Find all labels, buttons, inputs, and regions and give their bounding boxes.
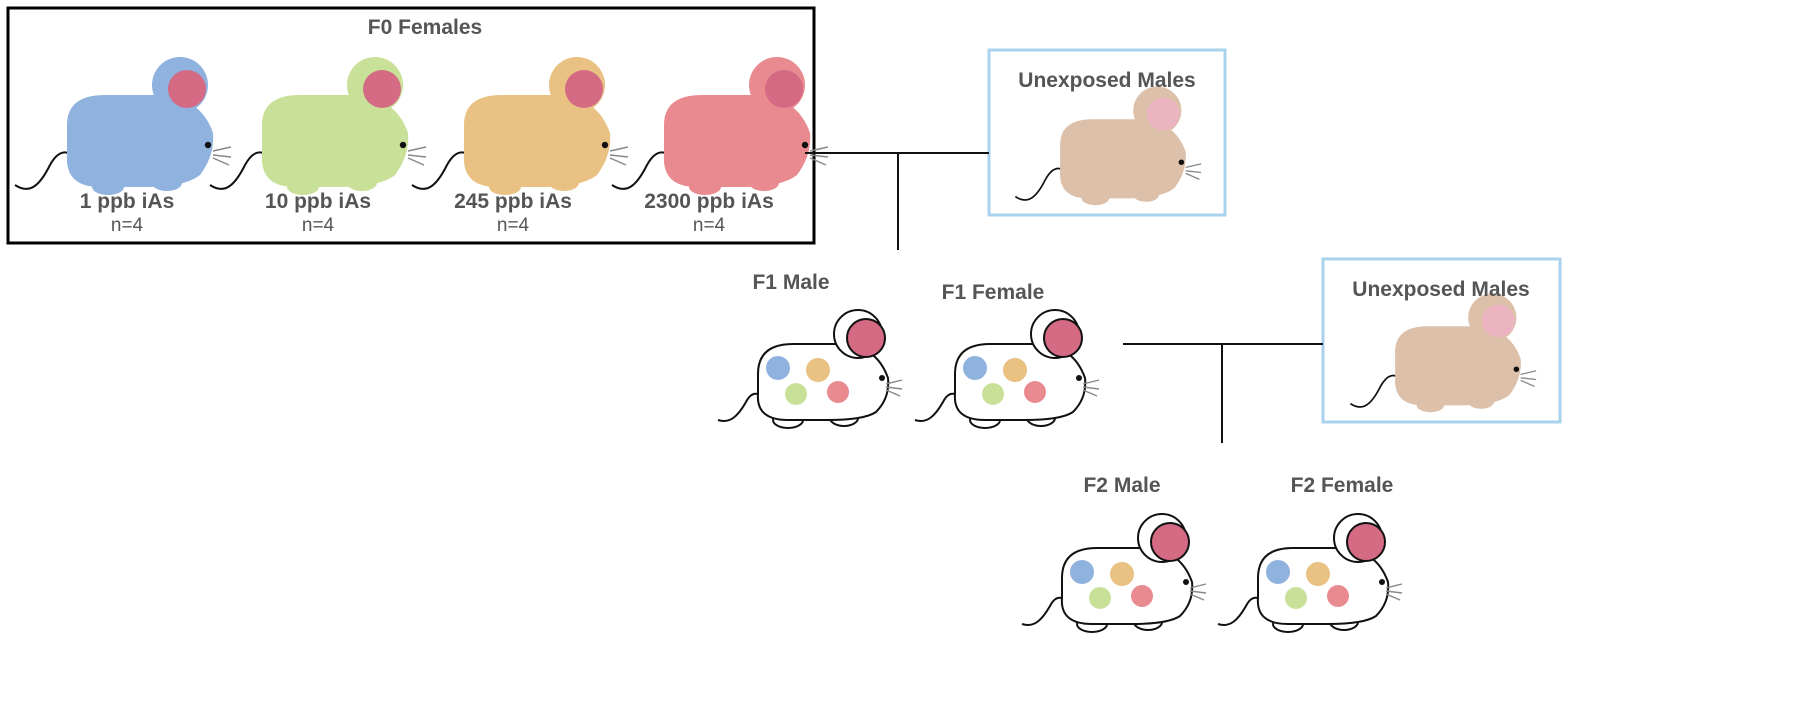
f0-group-n-4: n=4 xyxy=(692,215,726,236)
f2-female-label: F2 Female xyxy=(1290,474,1394,497)
f2-female-mouse xyxy=(1217,513,1403,633)
f0-females-title: F0 Females xyxy=(367,16,483,39)
f0-group-label-3: 245 ppb iAs xyxy=(454,190,572,213)
f0-group-n-3: n=4 xyxy=(496,215,530,236)
f2-male-label: F2 Male xyxy=(1083,474,1161,497)
unexposed-male-mouse-1 xyxy=(1014,86,1202,206)
f0-group-label-1: 1 ppb iAs xyxy=(79,190,175,213)
f0-females-box xyxy=(6,6,816,245)
unexposed-males-box-1 xyxy=(987,48,1227,217)
f2-male-mouse xyxy=(1021,513,1207,633)
f0-group-n-1: n=4 xyxy=(110,215,144,236)
f0-group-n-2: n=4 xyxy=(301,215,335,236)
f0-group-label-2: 10 ppb iAs xyxy=(264,190,372,213)
f0-mouse-3 xyxy=(411,57,629,195)
unexposed-male-mouse-2 xyxy=(1349,293,1537,413)
unexposed-males-label-2: Unexposed Males xyxy=(1352,278,1530,301)
f1-female-label: F1 Female xyxy=(941,281,1045,304)
f0-group-label-4: 2300 ppb iAs xyxy=(644,190,774,213)
f1-male-mouse xyxy=(717,309,903,429)
f0-mouse-2 xyxy=(209,57,427,195)
f0-mouse-4 xyxy=(611,57,829,195)
f0-mouse-1 xyxy=(14,57,232,195)
f1-female-mouse xyxy=(914,309,1100,429)
f1-male-label: F1 Male xyxy=(752,271,830,294)
unexposed-males-label-1: Unexposed Males xyxy=(1018,69,1196,92)
unexposed-males-box-2 xyxy=(1321,257,1562,424)
